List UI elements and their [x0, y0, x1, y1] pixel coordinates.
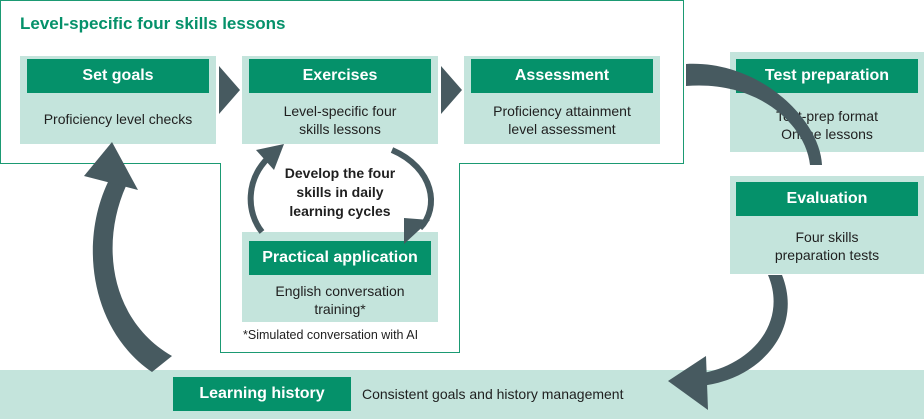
step-exercises-body: Level-specific four skills lessons: [283, 103, 397, 137]
arrowhead-icon: [668, 356, 708, 410]
frame-title: Level-specific four skills lessons: [20, 14, 286, 33]
arrowhead-icon: [84, 142, 138, 190]
step-set-goals: Set goals Proficiency level checks: [20, 56, 216, 144]
flow-arrow-right: [686, 63, 822, 166]
flow-arrow-left: [92, 178, 172, 372]
cycle-text: Develop the four skills in daily learnin…: [284, 165, 396, 219]
step-assessment: Assessment Proficiency attainment level …: [464, 56, 660, 144]
practical-heading: Practical application: [249, 241, 431, 275]
practical-body: English conversation training*: [275, 283, 405, 317]
arrowhead-icon: [256, 144, 284, 170]
evaluation-body: Four skills preparation tests: [774, 229, 880, 263]
step-exercises: Exercises Level-specific four skills les…: [242, 56, 438, 144]
footnote: *Simulated conversation with AI: [243, 328, 419, 342]
chevron-right-icon: [441, 66, 462, 114]
evaluation-heading: Evaluation: [736, 182, 918, 216]
learning-history-heading: Learning history: [173, 377, 351, 411]
evaluation: Evaluation Four skills preparation tests: [730, 176, 924, 274]
step-set-goals-body: Proficiency level checks: [43, 111, 193, 127]
chevron-right-icon: [219, 66, 240, 114]
step-exercises-heading: Exercises: [249, 59, 431, 93]
cycle-arrow-right: [390, 147, 435, 231]
step-set-goals-heading: Set goals: [27, 59, 209, 93]
step-assessment-heading: Assessment: [471, 59, 653, 93]
step-assessment-body: Proficiency attainment level assessment: [493, 103, 631, 137]
learning-history-bar: [0, 370, 924, 419]
flow-arrow-right-lower: [698, 275, 788, 386]
arrowhead-icon: [404, 218, 430, 244]
learning-history-body: Consistent goals and history management: [362, 386, 624, 402]
cycle-arrow-left: [247, 155, 271, 234]
practical-application: Practical application English conversati…: [242, 232, 438, 322]
